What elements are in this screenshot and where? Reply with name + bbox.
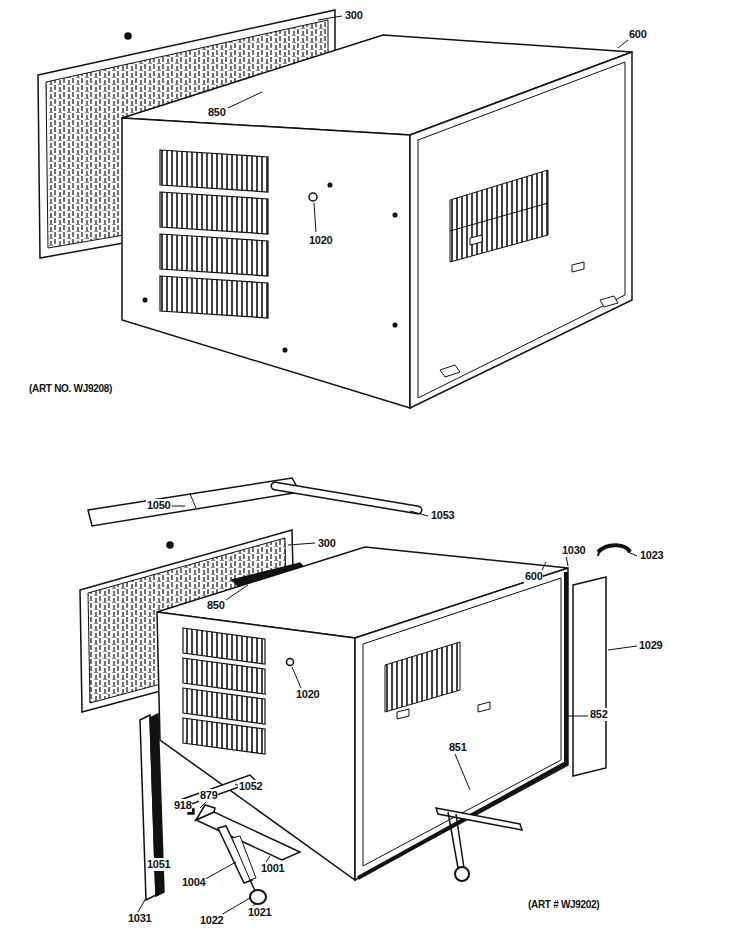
callout-number: 300 xyxy=(344,9,363,22)
callout-number: 1001 xyxy=(260,862,285,875)
drawing-stroke xyxy=(196,805,215,820)
drawing-stroke xyxy=(470,235,482,245)
drawing-stroke xyxy=(598,548,600,556)
drawing-stroke xyxy=(183,688,265,724)
drawing-stroke xyxy=(125,33,131,39)
drawing-stroke xyxy=(160,276,268,318)
drawing-stroke xyxy=(608,646,637,650)
drawing-stroke xyxy=(450,203,548,231)
drawing-stroke xyxy=(418,62,625,398)
drawing-stroke xyxy=(355,568,568,880)
drawing-stroke xyxy=(600,296,618,307)
callout-number: 851 xyxy=(448,741,467,754)
drawing-stroke xyxy=(292,667,301,688)
drawing-stroke xyxy=(455,867,469,881)
callout-number: 918 xyxy=(173,799,192,812)
drawing-stroke xyxy=(318,16,342,20)
drawing-stroke xyxy=(572,262,584,272)
callout-number: 600 xyxy=(524,570,543,583)
callout-number: 1052 xyxy=(238,780,263,793)
callout-number: 850 xyxy=(207,106,226,119)
drawing-stroke xyxy=(410,52,632,408)
callout-number: 1051 xyxy=(146,858,171,871)
drawing-stroke xyxy=(183,658,265,694)
drawing-stroke xyxy=(183,718,265,754)
drawing-stroke xyxy=(288,543,315,545)
leader-lines xyxy=(138,16,637,915)
callout-number: 1022 xyxy=(199,914,224,927)
drawing-stroke xyxy=(167,542,173,548)
drawing-stroke xyxy=(455,754,470,790)
callout-number: 850 xyxy=(206,599,225,612)
drawing-stroke xyxy=(568,716,588,717)
drawing-stroke xyxy=(160,234,268,276)
drawing-stroke xyxy=(232,836,256,880)
drawing-stroke xyxy=(183,628,265,664)
drawing-stroke xyxy=(478,702,490,712)
callout-number: 1050 xyxy=(146,499,171,512)
drawing-stroke xyxy=(287,659,294,666)
callout-number: 300 xyxy=(317,537,336,550)
drawing-stroke xyxy=(221,898,250,915)
drawing-stroke xyxy=(598,545,630,552)
callout-number: 1020 xyxy=(295,688,320,701)
callout-number: 1021 xyxy=(247,906,272,919)
drawing-stroke xyxy=(410,511,428,516)
drawing-stroke xyxy=(190,494,196,508)
drawing-stroke xyxy=(122,118,410,408)
top-assembly xyxy=(38,10,632,408)
drawing-stroke xyxy=(314,203,316,232)
art-number: (ART # WJ9202) xyxy=(527,898,600,911)
drawing-stroke xyxy=(393,323,397,327)
drawing-stroke xyxy=(138,898,146,912)
drawing-stroke xyxy=(283,348,287,352)
drawing-stroke xyxy=(275,486,418,510)
callout-number: 879 xyxy=(199,789,218,802)
callout-number: 1053 xyxy=(430,509,455,522)
drawing-stroke xyxy=(250,890,266,904)
drawing-stroke xyxy=(196,812,300,860)
drawing-stroke xyxy=(358,572,566,878)
drawing-stroke xyxy=(309,193,317,201)
drawing-stroke xyxy=(228,92,262,108)
callout-number: 1031 xyxy=(127,912,152,925)
drawing-stroke xyxy=(573,577,606,776)
drawing-stroke xyxy=(385,642,460,712)
callout-number: 1004 xyxy=(181,876,206,889)
drawing-stroke xyxy=(566,556,568,566)
drawing-stroke xyxy=(226,585,248,600)
callout-number: 1020 xyxy=(308,234,333,247)
callout-number: 1023 xyxy=(639,549,664,562)
drawing-stroke xyxy=(88,478,300,526)
drawing-stroke xyxy=(157,612,355,880)
callout-number: 1030 xyxy=(561,544,586,557)
drawing-stroke xyxy=(328,183,332,187)
drawing-stroke xyxy=(456,814,464,868)
art-number: (ART NO. WJ9208) xyxy=(28,382,113,395)
callout-number: 1029 xyxy=(638,639,663,652)
drawing-stroke xyxy=(160,150,268,192)
drawing-stroke xyxy=(450,170,548,262)
drawing-stroke xyxy=(440,365,460,377)
drawing-stroke xyxy=(160,192,268,234)
drawing-stroke xyxy=(628,552,637,556)
drawing-stroke xyxy=(172,506,185,507)
drawing-stroke xyxy=(363,578,561,866)
drawing-stroke xyxy=(393,213,397,217)
drawing-stroke xyxy=(618,40,628,48)
bottom-assembly xyxy=(80,478,630,904)
callout-number: 852 xyxy=(589,708,608,721)
drawing-stroke xyxy=(397,709,409,719)
callout-number: 600 xyxy=(628,28,647,41)
drawing-stroke xyxy=(143,298,147,302)
drawing-stroke xyxy=(275,486,418,510)
